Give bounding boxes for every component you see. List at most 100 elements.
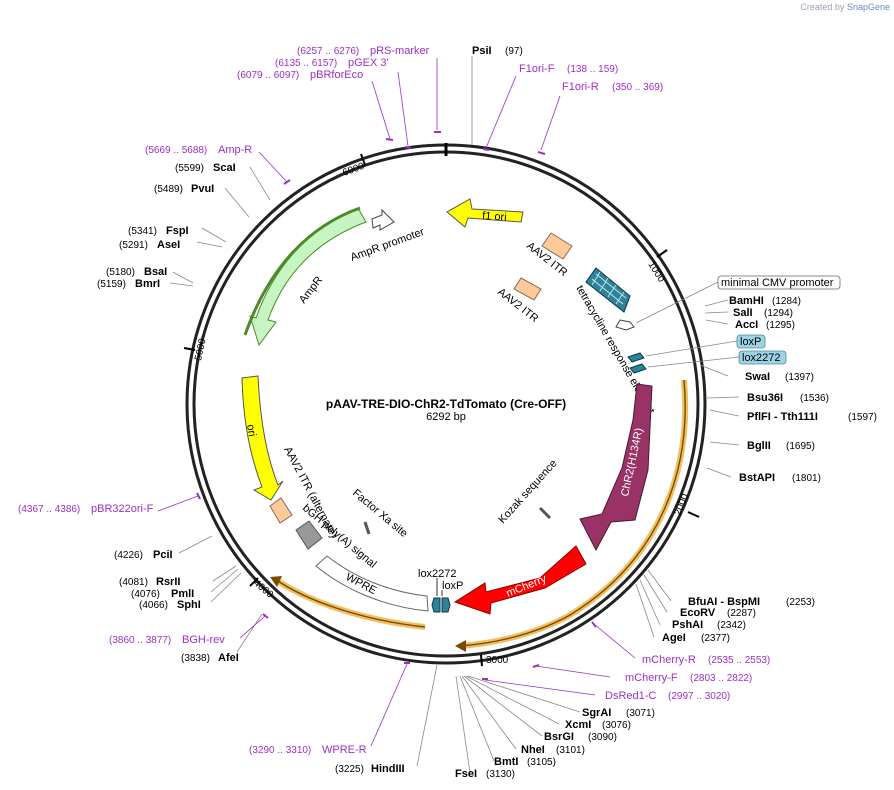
kozak-label: Kozak sequence	[496, 458, 559, 526]
site-bfuai-bspmi[interactable]: BfuAI - BspMI (2253)	[688, 596, 815, 608]
svg-text:(5489): (5489)	[154, 184, 183, 195]
svg-text:(4226): (4226)	[114, 550, 143, 561]
orf-line-right	[459, 379, 686, 647]
svg-text:(3225): (3225)	[335, 764, 364, 775]
svg-text:(1295): (1295)	[766, 320, 795, 331]
orf-line-bottom	[274, 578, 426, 628]
svg-text:Bsu36I: Bsu36I	[747, 392, 783, 404]
ori-feature[interactable]	[241, 375, 284, 501]
site-bsai[interactable]: (5180) BsaI	[106, 266, 167, 278]
site-ecorv[interactable]: EcoRV (2287)	[680, 607, 756, 619]
svg-text:(1695): (1695)	[786, 441, 815, 452]
primer-f1ori-f[interactable]: F1ori-F (138 .. 159)	[519, 63, 618, 75]
site-asei[interactable]: (5291) AseI	[119, 239, 180, 251]
tick-5000: 5000	[193, 337, 208, 361]
site-pshai[interactable]: PshAI (2342)	[672, 619, 746, 631]
site-pmli[interactable]: (4076) PmlI	[131, 588, 194, 600]
site-bstapi[interactable]: BstAPI (1801)	[739, 472, 821, 484]
wpre-feature[interactable]	[315, 555, 429, 612]
svg-text:XcmI: XcmI	[565, 719, 591, 731]
loxp-feature-right[interactable]	[627, 352, 645, 363]
site-hindiii[interactable]: (3225) HindIII	[335, 763, 405, 775]
minimal-cmv-feature[interactable]	[615, 319, 635, 331]
svg-text:F1ori-R: F1ori-R	[562, 81, 599, 93]
site-bmti[interactable]: BmtI (3105)	[494, 756, 556, 768]
site-fsei[interactable]: FseI (3130)	[455, 768, 515, 780]
svg-text:(3076): (3076)	[602, 720, 631, 731]
svg-text:BGH-rev: BGH-rev	[182, 634, 225, 646]
primer-amp-r[interactable]: (5669 .. 5688) Amp-R	[145, 144, 252, 156]
plasmid-size: 6292 bp	[426, 411, 466, 423]
bgh-feature[interactable]	[295, 520, 323, 550]
site-bglii[interactable]: BglII (1695)	[747, 440, 815, 452]
aav2itr-feature-a[interactable]	[541, 232, 573, 260]
site-agei[interactable]: AgeI (2377)	[662, 632, 730, 644]
site-pvui[interactable]: (5489) PvuI	[154, 183, 214, 195]
svg-text:(1801): (1801)	[792, 473, 821, 484]
ampr-outline	[243, 206, 361, 336]
credit-prefix: Created by	[800, 2, 845, 12]
site-sgrai[interactable]: SgrAI (3071)	[582, 707, 655, 719]
svg-text:BmrI: BmrI	[135, 278, 160, 290]
aav2itr-feature-b[interactable]	[513, 277, 542, 301]
svg-text:(3838): (3838)	[181, 653, 210, 664]
site-acci[interactable]: AccI (1295)	[735, 319, 795, 331]
site-bsu36i[interactable]: Bsu36I (1536)	[747, 392, 829, 404]
site-pcii[interactable]: (4226) PciI	[114, 549, 173, 561]
site-scai[interactable]: (5599) ScaI	[175, 162, 236, 174]
site-sphi[interactable]: (4066) SphI	[139, 599, 201, 611]
svg-text:(1597): (1597)	[848, 412, 877, 423]
primer-pbrforeco[interactable]: (6079 .. 6097) pBRforEco	[237, 69, 363, 81]
svg-text:(5599): (5599)	[175, 163, 204, 174]
site-bmri[interactable]: (5159) BmrI	[97, 278, 160, 290]
primer-prs-marker[interactable]: (6257 .. 6276) pRS-marker	[297, 45, 430, 57]
ampr-promoter-feature[interactable]	[371, 208, 395, 231]
primer-pbr322ori-f[interactable]: (4367 .. 4386) pBR322ori-F	[18, 503, 154, 515]
loxp-feature-bottom[interactable]	[441, 597, 451, 613]
aav2itr-alt-feature[interactable]	[269, 497, 293, 524]
site-bamhi[interactable]: BamHI (1284)	[729, 295, 801, 307]
lox2272-feature-right[interactable]	[629, 363, 647, 374]
svg-text:(5159): (5159)	[97, 279, 126, 290]
site-leaders	[169, 56, 740, 774]
site-pflfi-tth111i[interactable]: PflFI - Tth111I (1597)	[747, 411, 877, 423]
factor-xa-label: Factor Xa site	[350, 487, 410, 540]
primer-bgh-rev[interactable]: (3860 .. 3877) BGH-rev	[109, 634, 225, 646]
svg-text:AgeI: AgeI	[662, 632, 686, 644]
site-fspi[interactable]: (5341) FspI	[128, 225, 189, 237]
lox2272-box[interactable]	[738, 350, 787, 365]
primer-mcherry-f[interactable]: mCherry-F (2803 .. 2822)	[625, 672, 752, 684]
svg-text:PshAI: PshAI	[672, 619, 703, 631]
site-xcmi[interactable]: XcmI (3076)	[565, 719, 631, 731]
f1ori-feature[interactable]	[446, 198, 524, 228]
svg-text:(1536): (1536)	[800, 393, 829, 404]
svg-text:SwaI: SwaI	[745, 371, 770, 383]
svg-text:(3130): (3130)	[486, 769, 515, 780]
lox2272-feature-bottom[interactable]	[431, 597, 441, 613]
svg-text:BstAPI: BstAPI	[739, 472, 775, 484]
primer-wpre-r[interactable]: (3290 .. 3310) WPRE-R	[249, 744, 367, 756]
site-sali[interactable]: SalI (1294)	[733, 307, 793, 319]
ampr-feature[interactable]	[249, 207, 367, 347]
site-swai[interactable]: SwaI (1397)	[745, 371, 814, 383]
site-psii[interactable]: PsiI (97)	[472, 45, 523, 57]
primer-mcherry-r[interactable]: mCherry-R (2535 .. 2553)	[642, 654, 770, 666]
svg-text:(5291): (5291)	[119, 240, 148, 251]
primer-pgex3[interactable]: (6135 .. 6157) pGEX 3'	[275, 57, 389, 69]
site-nhei[interactable]: NheI (3101)	[521, 744, 585, 756]
site-afei[interactable]: (3838) AfeI	[181, 652, 239, 664]
primer-dsred1-c[interactable]: DsRed1-C (2997 .. 3020)	[605, 690, 730, 702]
loxp-label: loxP	[442, 580, 463, 592]
minimal-cmv-box[interactable]	[717, 275, 841, 290]
site-bsrgi[interactable]: BsrGI (3090)	[544, 731, 617, 743]
loxp-box[interactable]	[736, 334, 766, 349]
primer-f1ori-r[interactable]: F1ori-R (350 .. 369)	[562, 81, 663, 93]
svg-text:(4076): (4076)	[131, 589, 160, 600]
svg-text:BmtI: BmtI	[494, 756, 518, 768]
chr2-feature[interactable]	[579, 383, 653, 552]
mcherry-feature[interactable]	[453, 545, 587, 615]
svg-text:AfeI: AfeI	[218, 652, 239, 664]
svg-text:NheI: NheI	[521, 744, 545, 756]
svg-text:(3071): (3071)	[626, 708, 655, 719]
site-rsrii[interactable]: (4081) RsrII	[119, 576, 180, 588]
